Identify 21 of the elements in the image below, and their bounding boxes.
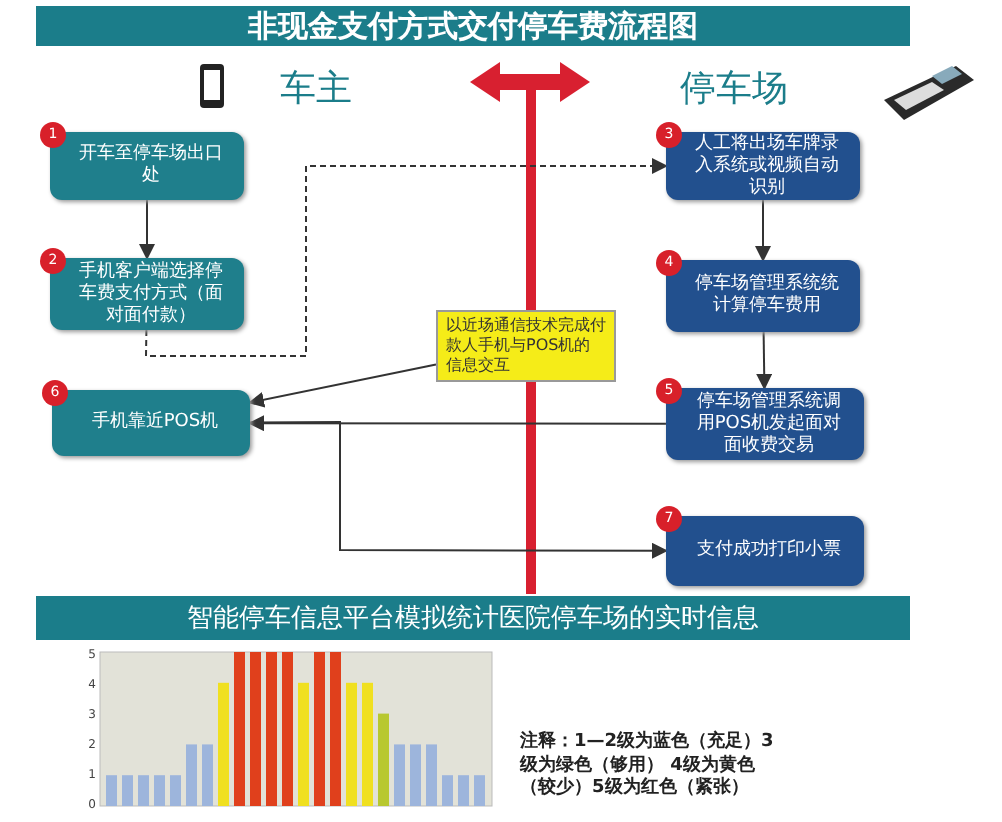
box-text: 停车场管理系统调用POS机发起面对面收费交易 (694, 391, 844, 457)
column-heading: 停车场 (680, 66, 790, 113)
title-banner: 非现金支付方式交付停车费流程图 (36, 6, 910, 46)
box-text: 停车场管理系统统计算停车费用 (693, 274, 841, 318)
column-heading: 车主 (280, 66, 354, 113)
arrow (756, 331, 773, 390)
box-text: 支付成功打印小票 (697, 540, 841, 562)
dashed-arrow (145, 158, 668, 357)
note-text: 以近场通信技术完成付款人手机与POS机的信息交互 (446, 316, 606, 376)
chart-title-banner: 智能停车信息平台模拟统计医院停车场的实时信息 (36, 596, 910, 640)
box-text: 人工将出场车牌录入系统或视频自动识别 (693, 133, 841, 199)
arrow (249, 421, 668, 559)
box-text: 手机靠近POS机 (91, 412, 219, 434)
note-text: 注释：1—2级为蓝色（充足）3级为绿色（够用） 4级为黄色（较少）5级为红色（紧张） (520, 732, 776, 803)
callout-note (436, 310, 616, 382)
box-text: 手机客户端选择停车费支付方式（面对面付款） (77, 261, 225, 327)
arrow (139, 199, 155, 260)
arrow (248, 415, 667, 432)
arrow (248, 363, 437, 408)
box-text: 开车至停车场出口处 (77, 144, 225, 188)
arrow (755, 199, 771, 262)
